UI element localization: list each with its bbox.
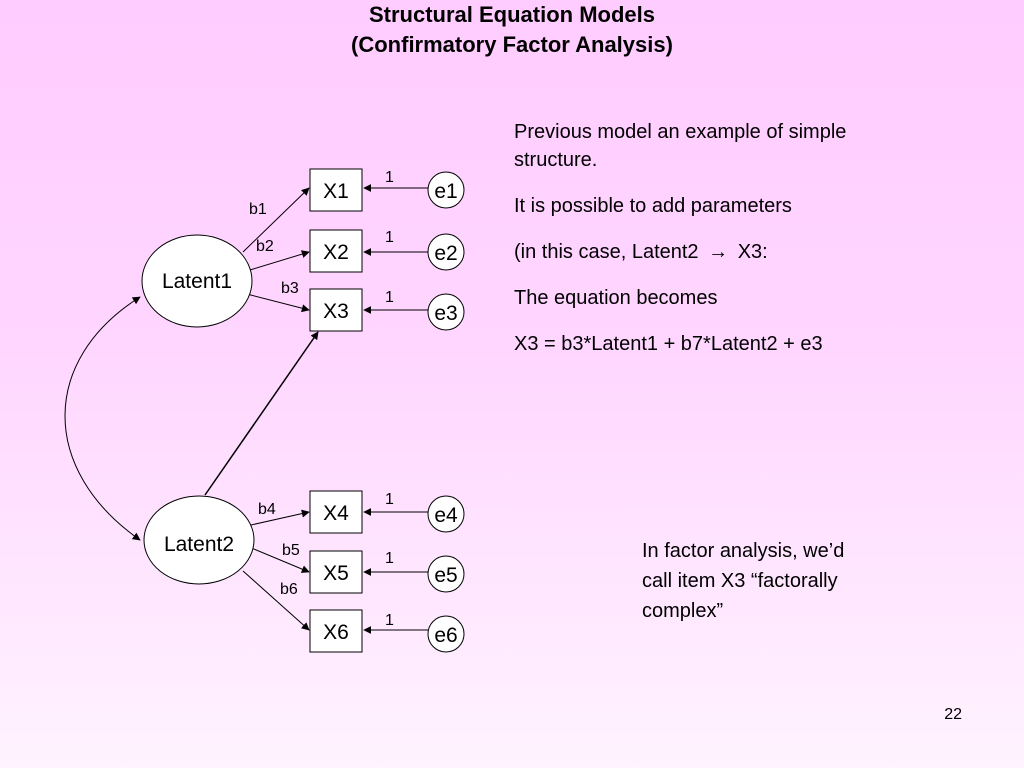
error-e4-node	[427, 495, 465, 533]
error-e6-node	[427, 615, 465, 653]
loading-label-b4: b4	[258, 501, 276, 518]
slide-title-line-2: (Confirmatory Factor Analysis)	[351, 32, 673, 57]
item-x2-label: X2	[323, 241, 349, 264]
item-x4-label: X4	[323, 502, 349, 525]
error-path-value-e4: 1	[385, 491, 394, 508]
page-number: 22	[944, 706, 962, 723]
error-path-value-e6: 1	[385, 612, 394, 629]
slide-title-line-1: Structural Equation Models	[368, 2, 656, 27]
loading-label-b6: b6	[280, 581, 298, 598]
item-x1-label: X1	[323, 180, 349, 203]
item-x5-label: X5	[323, 562, 349, 585]
error-path-value-e2: 1	[385, 229, 394, 246]
error-e5-node	[427, 555, 465, 593]
latent-covariance-arc	[64, 296, 141, 541]
error-e1-label: e1	[434, 180, 457, 203]
right-arrow-icon: →	[708, 241, 729, 263]
error-e2-label: e2	[434, 242, 457, 265]
side-note-line-2: call item X3 “factorally	[642, 570, 838, 592]
item-x6-label: X6	[323, 621, 349, 644]
latent2-node	[143, 495, 255, 585]
error-e4-label: e4	[434, 504, 458, 527]
loading-label-b2: b2	[256, 238, 274, 255]
error-path-value-e5: 1	[385, 550, 394, 567]
error-e1-node	[427, 171, 465, 209]
item-x2-node	[309, 229, 363, 273]
item-x4-node	[309, 490, 363, 534]
error-path-value-e1: 1	[385, 169, 394, 186]
note-equation: X3 = b3*Latent1 + b7*Latent2 + e3	[514, 333, 823, 355]
loading-arrow-b2	[249, 250, 310, 271]
side-note-line-1: In factor analysis, we’d	[642, 540, 845, 562]
item-x1-node	[309, 168, 363, 212]
note-line-1a: Previous model an example of simple	[514, 121, 847, 143]
note-case-prefix: (in this case, Latent2	[514, 241, 699, 263]
loading-arrow-b3	[242, 292, 310, 313]
note-case-suffix: X3:	[737, 241, 768, 263]
note-line-1b: structure.	[514, 149, 598, 171]
item-x3-node	[309, 288, 363, 332]
item-x6-node	[309, 609, 363, 653]
error-e3-label: e3	[434, 302, 457, 325]
item-x5-node	[309, 550, 363, 594]
latent1-node	[141, 234, 253, 328]
error-path-value-e3: 1	[385, 289, 394, 306]
error-e3-node	[427, 293, 465, 331]
factorally-complex-note: In factor analysis, we’d call item X3 “f…	[642, 536, 942, 626]
loading-label-b1: b1	[249, 201, 267, 218]
explanation-notes: Previous model an example of simple stru…	[514, 118, 984, 376]
note-simple-structure: Previous model an example of simple stru…	[514, 118, 984, 174]
loading-arrow-b1	[242, 187, 310, 253]
latent2-label: Latent2	[164, 533, 234, 556]
error-e2-node	[427, 233, 465, 271]
error-e5-label: e5	[434, 564, 457, 587]
note-equation-intro: The equation becomes	[514, 287, 718, 309]
side-note-line-3: complex”	[642, 600, 724, 622]
latent1-label: Latent1	[162, 270, 232, 293]
slide-title: Structural Equation Models (Confirmatory…	[0, 0, 1024, 60]
loading-label-b5: b5	[282, 542, 300, 559]
error-e6-label: e6	[434, 624, 457, 647]
cross-loading-arrow	[204, 331, 319, 496]
loading-arrow-b5	[248, 546, 310, 573]
note-add-parameters: It is possible to add parameters	[514, 195, 792, 217]
loading-arrow-b4	[241, 509, 310, 528]
item-x3-label: X3	[323, 300, 349, 323]
loading-label-b3: b3	[281, 280, 299, 297]
loading-arrow-b6	[242, 570, 310, 631]
note-case: (in this case, Latent2 → X3:	[514, 238, 984, 266]
